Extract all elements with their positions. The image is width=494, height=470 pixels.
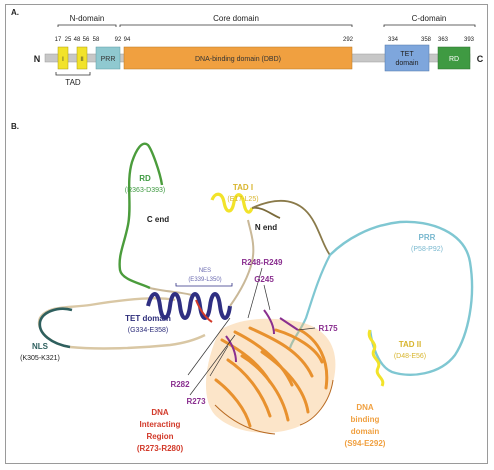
tet-box bbox=[384, 44, 430, 72]
c-terminal: C bbox=[477, 54, 484, 64]
dbd-line4: (S94-E292) bbox=[345, 439, 386, 448]
tad1-helix bbox=[210, 192, 254, 214]
n-end-strand bbox=[251, 206, 281, 219]
rd-range: (R363-D393) bbox=[125, 187, 165, 194]
dna-region-line3: Region bbox=[146, 432, 173, 441]
pos-17: 17 bbox=[55, 37, 62, 43]
n-terminal: N bbox=[34, 54, 41, 64]
core-domain-header: Core domain bbox=[213, 14, 259, 23]
hotspot-r175 bbox=[279, 317, 299, 331]
hotspot-r273 bbox=[225, 335, 237, 363]
n-term-tail bbox=[251, 199, 331, 256]
dbd-line1: DNA bbox=[356, 403, 374, 412]
dbd-loops bbox=[214, 379, 334, 435]
r248-r249-label: R248-R249 bbox=[242, 258, 283, 267]
rd-box-label: RD bbox=[449, 56, 459, 63]
prr-range: (P58-P92) bbox=[411, 246, 443, 253]
dbd-structure bbox=[205, 309, 336, 435]
dna-region-line1: DNA bbox=[151, 408, 169, 417]
tad-label: TAD bbox=[65, 78, 81, 87]
tad2-box-label: II bbox=[80, 57, 84, 63]
n-end-label: N end bbox=[255, 223, 277, 232]
dbd-line2: binding bbox=[351, 415, 380, 424]
nls-segment bbox=[38, 307, 73, 349]
prr-name: PRR bbox=[419, 233, 436, 242]
rd-name: RD bbox=[139, 174, 151, 183]
dbd-strands bbox=[214, 326, 329, 428]
nes-range: (E339-L350) bbox=[188, 277, 221, 283]
pos-334: 334 bbox=[388, 37, 399, 43]
pos-58: 58 bbox=[93, 37, 100, 43]
tet-box-label-1: TET bbox=[400, 51, 414, 58]
pos-25: 25 bbox=[65, 37, 72, 43]
pos-48: 48 bbox=[74, 37, 81, 43]
tet-helix bbox=[146, 292, 232, 323]
g245-label: G245 bbox=[254, 275, 274, 284]
prr-loop bbox=[329, 220, 474, 376]
nls-range: (K305-K321) bbox=[20, 355, 60, 362]
tad2-range: (D48-E56) bbox=[394, 353, 426, 360]
position-numbers: 17 25 48 56 58 92 94 292 334 358 363 393 bbox=[55, 37, 475, 43]
r175-label: R175 bbox=[318, 324, 338, 333]
pos-94: 94 bbox=[124, 37, 131, 43]
figure-frame bbox=[5, 4, 488, 464]
dna-region-line2: Interacting bbox=[140, 420, 181, 429]
nes-bracket bbox=[175, 283, 233, 287]
pos-393: 393 bbox=[464, 37, 475, 43]
tad1-box-label: I bbox=[62, 57, 64, 63]
c-domain-header: C-domain bbox=[412, 14, 447, 23]
tad1-range: (E17-L25) bbox=[227, 196, 258, 203]
dna-region-line4: (R273-R280) bbox=[137, 444, 184, 453]
rd-box bbox=[437, 46, 471, 70]
domain-brackets bbox=[57, 24, 476, 27]
dbd-line3: domain bbox=[351, 427, 380, 436]
leader-lines bbox=[187, 267, 316, 396]
tad2-name: TAD II bbox=[399, 340, 422, 349]
dbd-box-label: DNA-binding domain (DBD) bbox=[195, 56, 281, 63]
tad1-box bbox=[57, 46, 69, 70]
pos-56: 56 bbox=[83, 37, 90, 43]
pos-292: 292 bbox=[343, 37, 354, 43]
panel-b-label: B. bbox=[11, 122, 19, 131]
n-domain-header: N-domain bbox=[70, 14, 105, 23]
tet-helix-coil bbox=[146, 292, 232, 320]
tad2-box bbox=[76, 46, 88, 70]
panel-a-label: A. bbox=[11, 8, 19, 17]
r273-label: R273 bbox=[186, 397, 206, 406]
nes-name: NES bbox=[199, 268, 211, 274]
prr-link bbox=[288, 254, 331, 349]
pos-92: 92 bbox=[115, 37, 122, 43]
dna-region-strand bbox=[195, 299, 213, 323]
c-end-label: C end bbox=[147, 215, 169, 224]
tad-bracket bbox=[55, 72, 91, 76]
tad2-helix bbox=[367, 329, 385, 387]
prr-box bbox=[95, 46, 121, 70]
dbd-box bbox=[123, 46, 353, 70]
pos-363: 363 bbox=[438, 37, 449, 43]
prr-box-label: PRR bbox=[101, 56, 116, 63]
tet-range: (G334-E358) bbox=[128, 327, 168, 334]
hotspot-g245 bbox=[263, 309, 275, 335]
pos-358: 358 bbox=[421, 37, 432, 43]
rd-coil bbox=[118, 142, 164, 290]
core-linker bbox=[229, 219, 255, 307]
tet-name: TET domain bbox=[125, 314, 171, 323]
tet-box-label-2: domain bbox=[396, 60, 419, 67]
r282-label: R282 bbox=[170, 380, 190, 389]
nls-name: NLS bbox=[32, 342, 49, 351]
tad1-name: TAD I bbox=[233, 183, 253, 192]
